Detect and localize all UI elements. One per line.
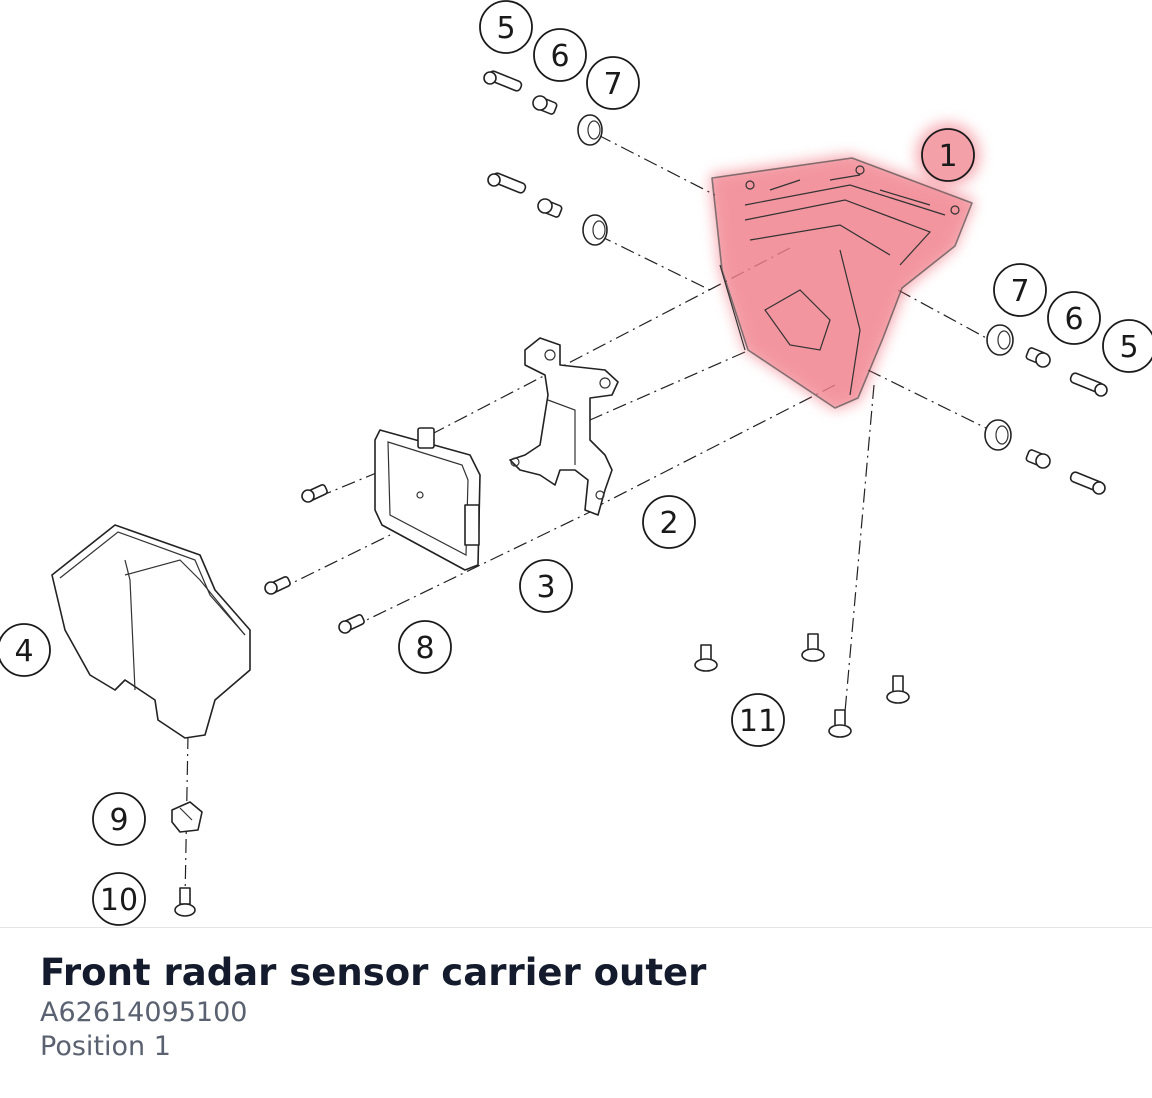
callout-10[interactable]: 10 bbox=[92, 872, 146, 926]
callout-label: 11 bbox=[739, 704, 777, 739]
callout-label: 8 bbox=[415, 631, 434, 666]
part-info-panel: Front radar sensor carrier outer A626140… bbox=[40, 950, 706, 1064]
callout-7[interactable]: 7 bbox=[586, 56, 640, 110]
callout-6[interactable]: 6 bbox=[533, 28, 587, 82]
callout-label: 1 bbox=[938, 139, 957, 174]
callout-8[interactable]: 8 bbox=[398, 620, 452, 674]
divider bbox=[0, 927, 1152, 928]
callout-label: 10 bbox=[100, 883, 138, 918]
callout-4[interactable]: 4 bbox=[0, 623, 51, 677]
bolt-set-upper-left bbox=[483, 70, 608, 246]
callout-3[interactable]: 3 bbox=[519, 559, 573, 613]
screw-lower bbox=[174, 887, 196, 917]
bolt-set-right bbox=[984, 324, 1108, 495]
part-number: A62614095100 bbox=[40, 997, 248, 1028]
callout-11[interactable]: 11 bbox=[731, 693, 785, 747]
callout-label: 7 bbox=[603, 67, 622, 102]
callout-5[interactable]: 5 bbox=[479, 0, 533, 54]
clip-part bbox=[171, 801, 203, 833]
carrier-outer-part[interactable] bbox=[710, 155, 975, 410]
callout-7[interactable]: 7 bbox=[993, 263, 1047, 317]
callout-label: 6 bbox=[550, 39, 569, 74]
screws-carrier bbox=[694, 633, 910, 738]
callout-label: 2 bbox=[659, 506, 678, 541]
callout-9[interactable]: 9 bbox=[92, 792, 146, 846]
part-position: Position 1 bbox=[40, 1031, 171, 1062]
callout-label: 9 bbox=[109, 803, 128, 838]
callout-label: 6 bbox=[1064, 302, 1083, 337]
part-name: Front radar sensor carrier outer bbox=[40, 951, 707, 994]
callout-label: 3 bbox=[536, 570, 555, 605]
screws-sensor bbox=[264, 484, 365, 634]
callout-label: 5 bbox=[1119, 330, 1138, 365]
bracket-part bbox=[509, 337, 619, 516]
radar-sensor-part bbox=[374, 427, 481, 571]
callout-2[interactable]: 2 bbox=[642, 495, 696, 549]
callout-5[interactable]: 5 bbox=[1102, 319, 1152, 373]
callout-label: 5 bbox=[496, 11, 515, 46]
callout-label: 4 bbox=[14, 634, 33, 669]
callout-6[interactable]: 6 bbox=[1047, 291, 1101, 345]
callout-1[interactable]: 1 bbox=[916, 123, 980, 187]
cover-part bbox=[51, 524, 251, 739]
callout-label: 7 bbox=[1010, 274, 1029, 309]
